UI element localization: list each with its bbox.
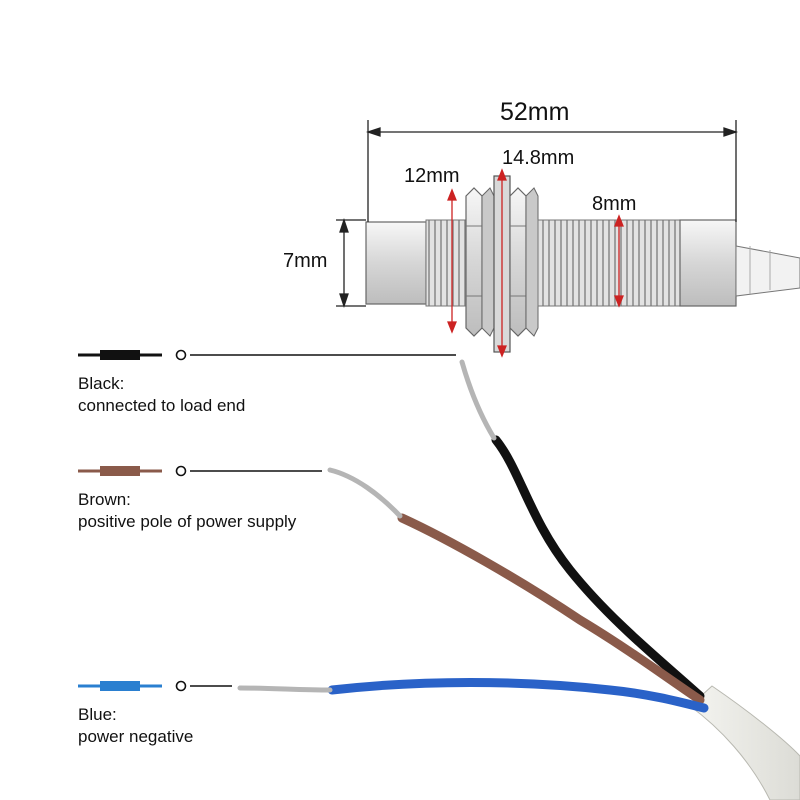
label-blue-title: Blue: <box>78 705 117 724</box>
sensor-cable-tail <box>735 245 800 297</box>
label-black-description: connected to load end <box>78 396 246 415</box>
wire-blue-tip <box>237 685 333 693</box>
label-brown-description: positive pole of power supply <box>78 512 297 531</box>
legend-brown <box>78 465 322 477</box>
sensor-drawing <box>365 175 800 353</box>
label-brown-title: Brown: <box>78 490 131 509</box>
wire-brown <box>397 513 705 705</box>
nut-left <box>465 187 495 337</box>
wire-brown-tip <box>327 467 403 519</box>
dimension-thread-diameter: 12mm <box>404 165 460 187</box>
dimension-lines <box>336 120 739 309</box>
legend-black <box>78 349 456 361</box>
sensor-head <box>365 221 427 305</box>
wire-black <box>491 435 705 701</box>
nut-right <box>509 187 539 337</box>
cable-jacket <box>689 685 800 800</box>
dimension-total-length: 52mm <box>500 98 570 126</box>
red-measure-lines <box>447 168 624 358</box>
sensor-rear-body <box>679 219 737 307</box>
wire-black-tip <box>459 359 497 441</box>
label-black-title: Black: <box>78 374 125 393</box>
cable-bundle <box>237 359 800 800</box>
label-blue-description: power negative <box>78 727 194 746</box>
dimension-head-height: 7mm <box>283 250 328 272</box>
dimension-inner-diameter: 8mm <box>592 193 637 215</box>
sensor-thread-left <box>425 219 469 307</box>
dimension-nut-width: 14.8mm <box>502 147 575 169</box>
sensor-thread-right <box>537 219 681 307</box>
legend-blue <box>78 680 232 692</box>
wire-blue <box>327 678 709 713</box>
